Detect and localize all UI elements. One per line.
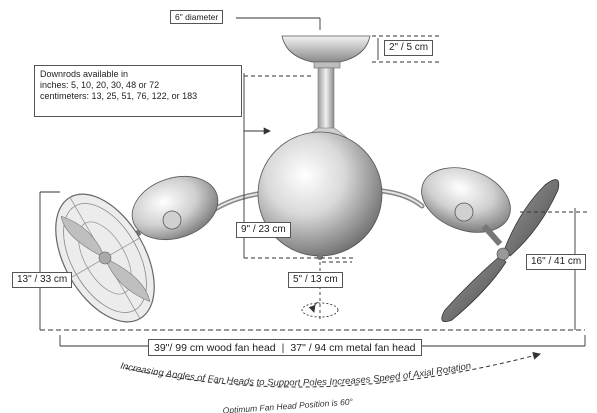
metal-width-label: 37" / 94 cm metal fan head xyxy=(290,341,416,354)
width-separator: | xyxy=(281,341,285,354)
right-blades xyxy=(441,179,560,323)
optimum-caption: Optimum Fan Head Position is 60° xyxy=(222,396,353,413)
left-head-height-label: 13" / 33 cm xyxy=(12,272,73,288)
canopy-diameter-label: 6" diameter xyxy=(170,10,224,24)
wood-width-label: 39"/ 99 cm wood fan head xyxy=(154,341,276,354)
left-blade-cage xyxy=(55,193,155,323)
overall-width-box: 39"/ 99 cm wood fan head | 37" / 94 cm m… xyxy=(148,339,422,356)
bottom-finial xyxy=(317,254,323,260)
curve-arrow xyxy=(124,351,541,388)
canopy-height-label: 2" / 5 cm xyxy=(384,40,434,56)
downrods-line-3: centimeters: 13, 25, 51, 76, 122, or 183 xyxy=(40,91,198,101)
downrods-line-1: Downrods available in xyxy=(40,69,129,79)
canopy xyxy=(281,35,371,69)
downrods-info-box: Downrods available in inches: 5, 10, 20,… xyxy=(34,65,242,117)
body-height-label: 9" / 23 cm xyxy=(236,222,291,238)
right-head-height-label: 16" / 41 cm xyxy=(526,254,587,270)
downrods-line-2: inches: 5, 10, 20, 30, 48 or 72 xyxy=(40,80,160,90)
bottom-drop-label: 5" / 13 cm xyxy=(288,272,343,288)
rotation-arrow xyxy=(308,301,319,313)
right-fan-head xyxy=(421,167,511,246)
curve-caption: Increasing Angles of Fan Heads to Suppor… xyxy=(119,361,472,389)
